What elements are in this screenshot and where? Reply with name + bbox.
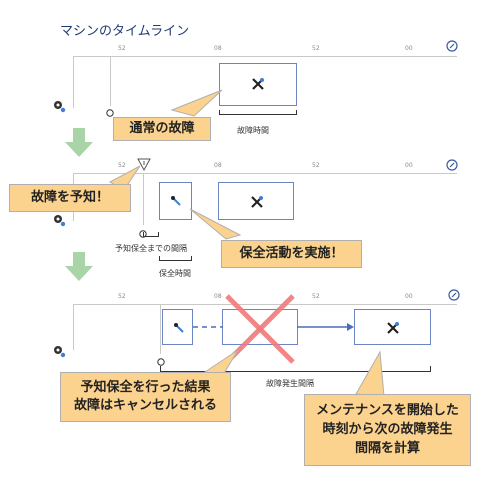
next-failure-box [354, 309, 431, 345]
timeline-left-1 [73, 56, 74, 108]
wrench-icon [174, 323, 184, 333]
tools-icon [387, 322, 399, 334]
search-icon[interactable] [446, 37, 458, 52]
clock-icon [106, 102, 114, 117]
callout-predict: 故障を予知！ [9, 184, 131, 212]
interval-bracket [160, 366, 431, 372]
timeline-left-3 [73, 304, 74, 350]
tick-label: 00 [405, 45, 413, 52]
tick-label: 52 [312, 162, 320, 169]
gear-icon[interactable] [52, 98, 66, 113]
interval-label: 予知保全までの間隔 [115, 244, 187, 253]
maintenance-box [159, 182, 192, 220]
interval-label: 故障発生間隔 [266, 379, 314, 388]
arrow-connector [297, 323, 354, 331]
callout-pointer [170, 89, 223, 117]
page-title: マシンのタイムライン [60, 24, 190, 39]
dashed-connector [193, 326, 223, 328]
timeline-marker-3 [160, 304, 161, 354]
timeline-marker-1 [110, 56, 111, 106]
callout-line: メンテナンスを開始した [316, 403, 459, 418]
tick-label: 52 [118, 293, 126, 300]
clock-icon [139, 223, 147, 238]
tools-icon [252, 78, 264, 90]
tools-icon [251, 196, 263, 208]
tick-label: 52 [118, 162, 126, 169]
clock-icon [157, 351, 165, 366]
search-icon[interactable] [448, 286, 460, 301]
tick-label: 08 [214, 293, 222, 300]
gear-icon[interactable] [52, 343, 66, 358]
failure-box [219, 63, 297, 106]
callout-maintenance: 保全活動を実施！ [221, 240, 362, 268]
tick-label: 00 [405, 293, 413, 300]
timeline-marker-2 [143, 173, 144, 225]
timeline-axis-2 [73, 173, 457, 174]
down-arrow [65, 128, 93, 157]
maintenance-bracket [159, 256, 192, 261]
timeline-axis-3 [73, 304, 457, 305]
search-icon[interactable] [446, 156, 458, 171]
interval-bracket [219, 110, 297, 115]
tick-label: 08 [214, 45, 222, 52]
prediction-marker [137, 158, 151, 172]
tick-label: 00 [405, 162, 413, 169]
callout-line: 時刻から次の故障発生 [322, 422, 453, 437]
callout-line: 予知保全を行った結果 [80, 380, 211, 395]
callout-calculate: メンテナンスを開始した 時刻から次の故障発生 間隔を計算 [304, 394, 471, 466]
maintenance-box [162, 309, 193, 345]
tick-label: 52 [312, 45, 320, 52]
callout-line: 故障はキャンセルされる [73, 398, 217, 413]
tick-label: 08 [214, 162, 222, 169]
callout-line: 間隔を計算 [354, 441, 420, 456]
callout-normal-failure: 通常の故障 [113, 117, 211, 141]
gear-icon[interactable] [52, 212, 66, 227]
tick-label: 52 [312, 293, 320, 300]
failure-box [218, 182, 294, 220]
down-arrow [65, 252, 93, 281]
interval-label: 故障時間 [237, 126, 269, 135]
timeline-axis-1 [73, 56, 457, 57]
callout-cancelled: 予知保全を行った結果 故障はキャンセルされる [60, 372, 231, 422]
callout-pointer [189, 208, 242, 240]
wrench-icon [171, 196, 181, 206]
maintenance-label: 保全時間 [159, 269, 191, 278]
cancel-cross [225, 294, 295, 364]
interval-bracket [143, 232, 159, 237]
tick-label: 52 [118, 45, 126, 52]
